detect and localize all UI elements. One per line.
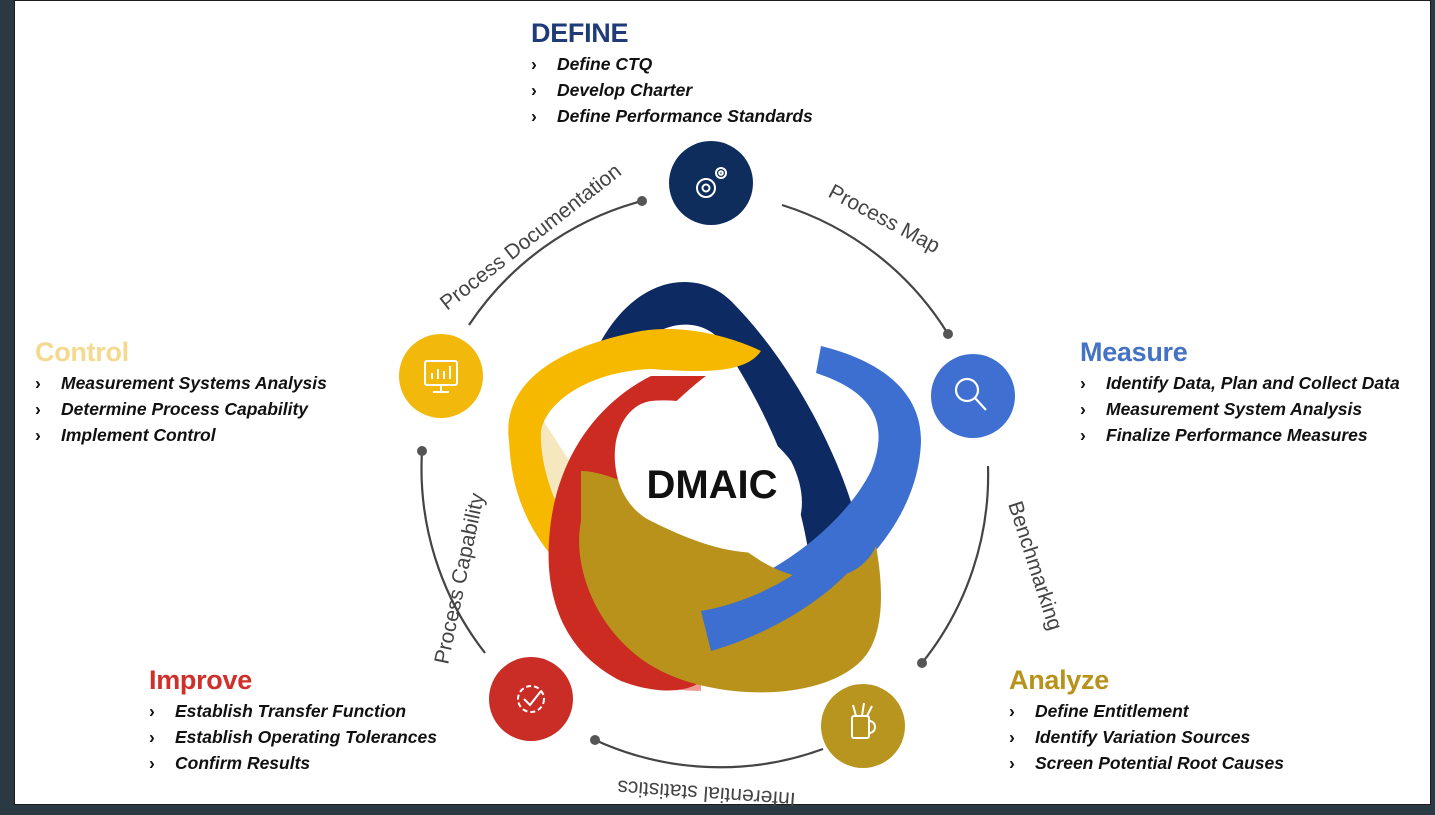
list-item: ›Measurement Systems Analysis — [35, 370, 327, 396]
cycle-graphic: Process Documentation Process Map Benchm… — [399, 141, 1067, 806]
chevron-bullet: › — [1080, 425, 1086, 445]
control-icon-circle — [399, 334, 483, 418]
center-label: DMAIC — [646, 463, 777, 507]
ribbon-gold — [579, 471, 881, 693]
list-item: ›Develop Charter — [531, 77, 813, 103]
monitor-chart-icon — [424, 360, 458, 393]
chevron-bullet: › — [531, 80, 537, 100]
arc-process-documentation — [468, 199, 643, 326]
list-item: ›Measurement System Analysis — [1080, 396, 1400, 422]
analyze-list: ›Define Entitlement ›Identify Variation … — [1009, 698, 1284, 776]
gear-check-icon — [517, 685, 545, 713]
analyze-section: Analyze ›Define Entitlement ›Identify Va… — [1009, 664, 1284, 776]
chevron-bullet: › — [1009, 701, 1015, 721]
label-benchmarking: Benchmarking — [1003, 498, 1066, 633]
list-item: ›Confirm Results — [149, 750, 437, 776]
list-item: ›Implement Control — [35, 422, 327, 448]
chevron-bullet: › — [1080, 399, 1086, 419]
measure-section: Measure ›Identify Data, Plan and Collect… — [1080, 336, 1400, 448]
arc-process-capability — [420, 450, 486, 654]
measure-title: Measure — [1080, 337, 1188, 367]
list-item: ›Establish Operating Tolerances — [149, 724, 437, 750]
analyze-icon-circle — [821, 684, 905, 768]
chevron-bullet: › — [149, 727, 155, 747]
label-process-documentation: Process Documentation — [436, 160, 626, 315]
measure-list: ›Identify Data, Plan and Collect Data ›M… — [1080, 370, 1400, 448]
control-list: ›Measurement Systems Analysis ›Determine… — [35, 370, 327, 448]
chevron-bullet: › — [149, 753, 155, 773]
chevron-bullet: › — [531, 54, 537, 74]
list-item: ›Finalize Performance Measures — [1080, 422, 1400, 448]
chevron-bullet: › — [149, 701, 155, 721]
chevron-bullet: › — [35, 373, 41, 393]
improve-icon-circle — [489, 657, 573, 741]
list-item: ›Define CTQ — [531, 51, 813, 77]
list-item: ›Identify Data, Plan and Collect Data — [1080, 370, 1400, 396]
define-title: DEFINE — [531, 18, 629, 48]
control-section: Control ›Measurement Systems Analysis ›D… — [35, 336, 327, 448]
list-item: ›Define Entitlement — [1009, 698, 1284, 724]
define-list: ›Define CTQ ›Develop Charter ›Define Per… — [531, 51, 813, 129]
dmaic-ribbons: DMAIC — [508, 281, 921, 693]
magnifier-icon — [954, 377, 987, 411]
list-item: ›Identify Variation Sources — [1009, 724, 1284, 750]
list-item: ›Screen Potential Root Causes — [1009, 750, 1284, 776]
dmaic-diagram: Process Documentation Process Map Benchm… — [14, 0, 1431, 806]
gears-icon — [696, 167, 727, 198]
arc-process-map — [781, 203, 949, 335]
define-section: DEFINE ›Define CTQ ›Develop Charter ›Def… — [531, 17, 813, 129]
chevron-bullet: › — [531, 106, 537, 126]
improve-section: Improve ›Establish Transfer Function ›Es… — [149, 664, 437, 776]
list-item: ›Determine Process Capability — [35, 396, 327, 422]
chevron-bullet: › — [1009, 753, 1015, 773]
chevron-bullet: › — [1009, 727, 1015, 747]
ribbon-yellow — [508, 329, 761, 561]
control-title: Control — [35, 337, 129, 367]
arc-inferential — [594, 738, 824, 769]
list-item: ›Define Performance Standards — [531, 103, 813, 129]
cup-tools-icon — [851, 702, 876, 739]
arc-endpoints — [417, 196, 953, 745]
improve-list: ›Establish Transfer Function ›Establish … — [149, 698, 437, 776]
define-icon-circle — [669, 141, 753, 225]
ribbon-red — [548, 376, 706, 691]
chevron-bullet: › — [35, 425, 41, 445]
list-item: ›Establish Transfer Function — [149, 698, 437, 724]
analyze-title: Analyze — [1009, 665, 1109, 695]
connector-arcs — [420, 199, 990, 769]
label-process-map: Process Map — [825, 180, 944, 258]
improve-title: Improve — [149, 665, 252, 695]
chevron-bullet: › — [35, 399, 41, 419]
chevron-bullet: › — [1080, 373, 1086, 393]
arc-benchmarking — [921, 465, 990, 664]
label-process-capability: Process Capability — [430, 491, 489, 666]
measure-icon-circle — [931, 354, 1015, 438]
label-inferential-statistics: Inferential statistics — [617, 776, 797, 806]
